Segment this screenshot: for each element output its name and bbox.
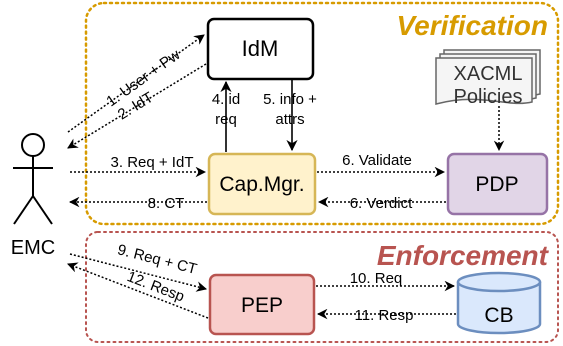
xacml-label-line2: Policies <box>454 86 523 108</box>
pdp-label: PDP <box>475 173 518 196</box>
actor-head <box>21 133 45 157</box>
edge-12-label: 12. Resp <box>125 268 187 305</box>
pdp-node: PDP <box>446 152 549 216</box>
xacml-policies-document: XACML Policies <box>435 49 541 108</box>
capmgr-node: Cap.Mgr. <box>207 152 317 216</box>
pep-label: PEP <box>241 294 283 317</box>
edge-4-label-line1: 4. id <box>212 91 240 108</box>
edge-12-line <box>67 262 209 319</box>
verification-region <box>84 1 560 226</box>
cb-node: CB <box>456 271 542 335</box>
xacml-label-line1: XACML <box>454 63 523 85</box>
edge-2-line <box>67 63 207 149</box>
pep-node: PEP <box>208 273 316 336</box>
enforcement-region <box>85 231 559 343</box>
capmgr-label: Cap.Mgr. <box>219 173 304 196</box>
edge-11-label: 11. Resp <box>355 307 414 324</box>
edge-6-verdict-label: 6. Verdict <box>350 195 413 212</box>
enforcement-title: Enforcement <box>377 240 550 271</box>
cb-label: CB <box>484 304 513 327</box>
edge-4-label-line2: req <box>215 111 237 128</box>
edge-3-label: 3. Req + IdT <box>111 154 194 171</box>
verification-title: Verification <box>397 10 548 41</box>
actor-emc-figure <box>13 133 53 225</box>
edge-9-line <box>69 253 208 292</box>
actor-emc-label: EMC <box>11 237 55 259</box>
idm-label: IdM <box>242 36 279 61</box>
edge-8-label: 8. CT <box>148 195 185 212</box>
idm-node: IdM <box>206 17 315 81</box>
edge-5-label-line1: 5. info + <box>263 91 317 108</box>
edge-5-label-line2: attrs <box>275 111 304 128</box>
edge-10-label: 10. Req <box>350 270 403 287</box>
edge-6-validate-label: 6. Validate <box>342 152 412 169</box>
